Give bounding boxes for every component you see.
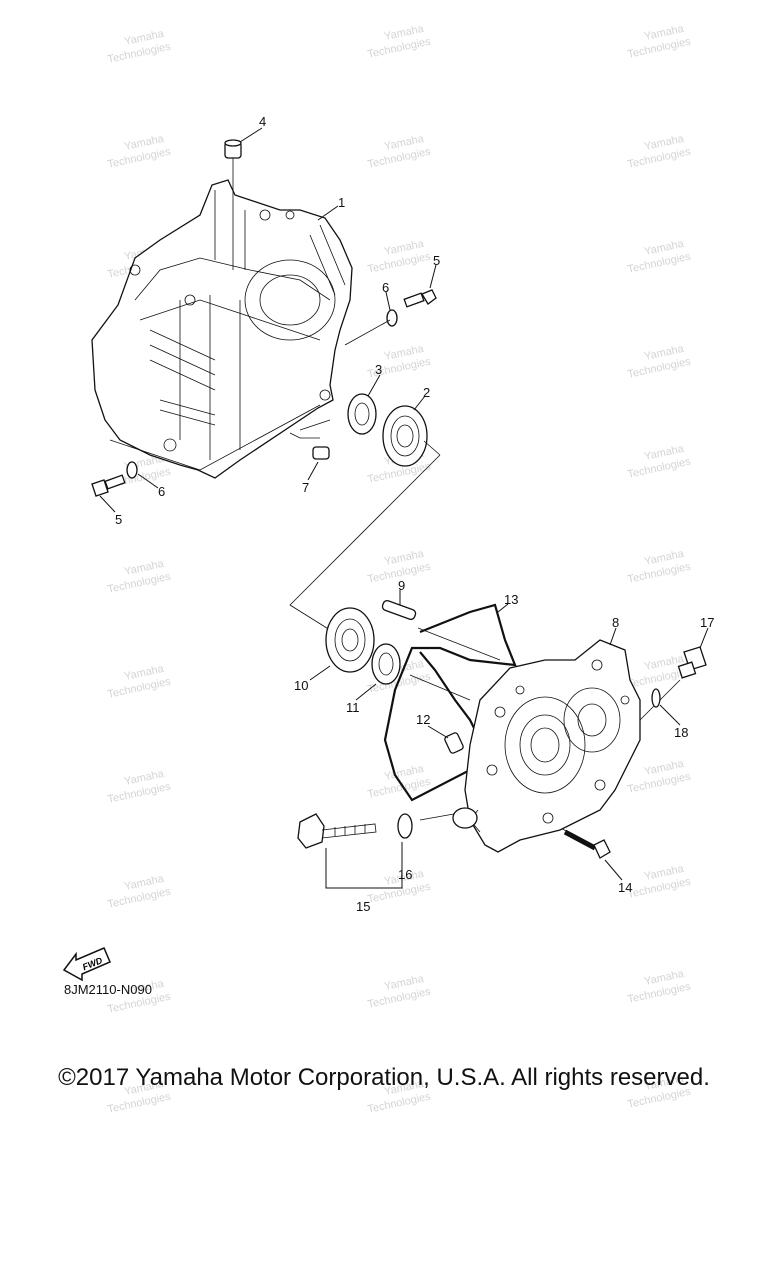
part-10-bearing	[325, 607, 375, 673]
part-15-dipstick	[297, 813, 377, 849]
callout-12: 12	[416, 712, 430, 727]
callout-6-lower: 6	[158, 484, 165, 499]
callout-labels: 1 2 3 4 5 5 6 6 7 8 9 10 11 12 13 14 15 …	[115, 114, 714, 914]
part-11-oil-seal	[371, 643, 401, 685]
callout-1: 1	[338, 195, 345, 210]
callout-3: 3	[375, 362, 382, 377]
fwd-arrow-icon: FWD	[62, 947, 111, 982]
part-17-plug	[677, 646, 707, 679]
bracket-line	[325, 842, 403, 889]
callout-leaders	[99, 127, 709, 881]
part-18-o-ring	[651, 688, 661, 708]
callout-13: 13	[504, 592, 518, 607]
part-4-collar	[224, 139, 242, 159]
crankcase-8-housing	[452, 639, 641, 853]
part-13-gasket	[383, 603, 517, 802]
part-6-washer-lower	[126, 461, 138, 479]
callout-7: 7	[302, 480, 309, 495]
crankcase-1-housing	[91, 179, 353, 479]
part-5-bolt-upper	[403, 289, 437, 308]
callout-5-upper: 5	[433, 253, 440, 268]
part-7-dowel	[312, 446, 330, 460]
callout-10: 10	[294, 678, 308, 693]
leader-line	[299, 419, 331, 431]
part-6-washer-upper	[386, 309, 398, 327]
part-2-bearing	[382, 405, 428, 467]
callout-5-lower: 5	[115, 512, 122, 527]
callout-8: 8	[612, 615, 619, 630]
callout-9: 9	[398, 578, 405, 593]
copyright-notice: ©2017 Yamaha Motor Corporation, U.S.A. A…	[58, 1064, 710, 1091]
callout-15: 15	[356, 899, 370, 914]
callout-2: 2	[423, 385, 430, 400]
diagram-code: 8JM2110-N090	[64, 982, 152, 997]
callout-16: 16	[398, 867, 412, 882]
part-12-dowel	[444, 732, 464, 754]
callout-6-upper: 6	[382, 280, 389, 295]
callout-11: 11	[346, 700, 360, 715]
callout-4: 4	[259, 114, 266, 129]
callout-17: 17	[700, 615, 714, 630]
part-14-bolt	[563, 829, 611, 859]
part-16-o-ring	[397, 813, 413, 839]
part-5-bolt-lower	[91, 474, 126, 497]
leader-line	[344, 319, 391, 346]
callout-18: 18	[674, 725, 688, 740]
part-3-oil-seal	[347, 393, 377, 435]
part-9-dowel	[381, 599, 417, 621]
callout-14: 14	[618, 880, 632, 895]
